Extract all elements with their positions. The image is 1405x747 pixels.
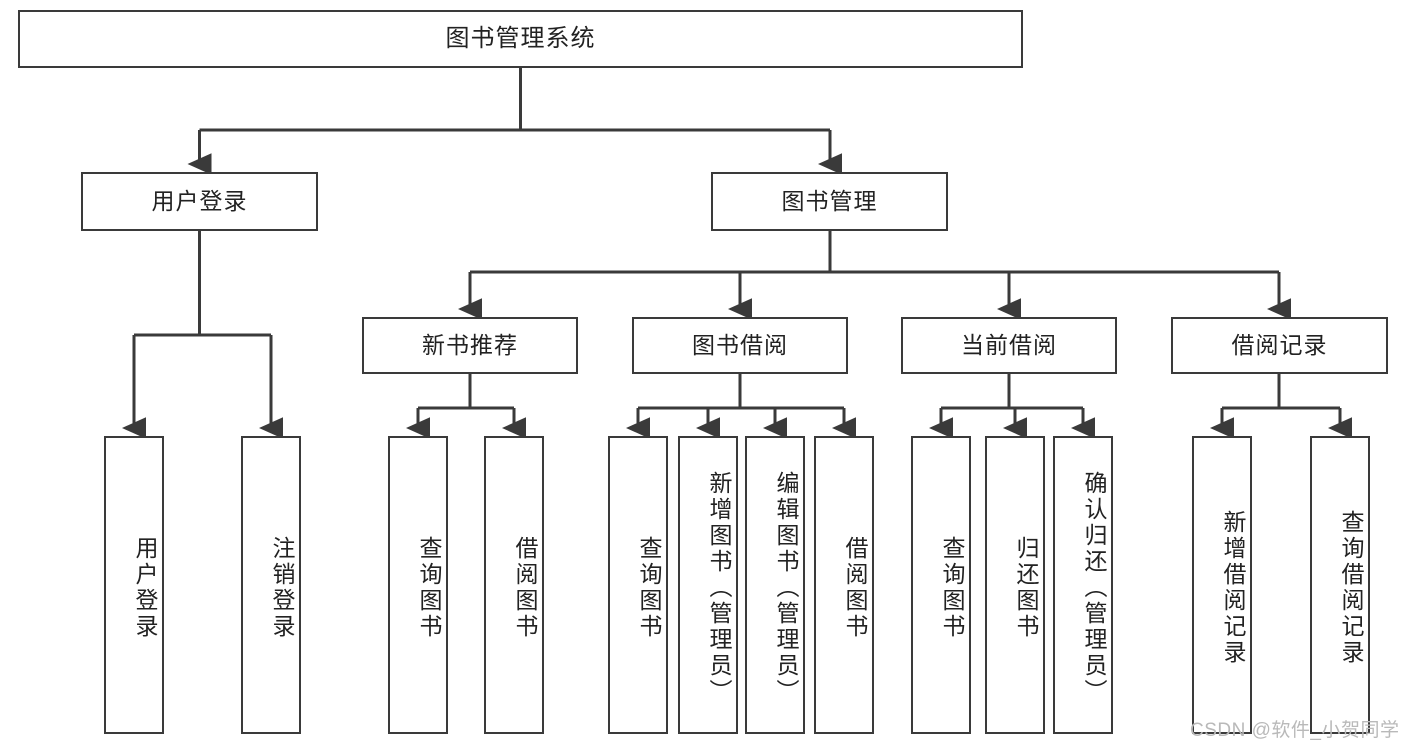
csdn-watermark: CSDN @软件_小贺同学 xyxy=(1190,720,1400,741)
node-current-borrow[interactable]: 当前借阅 xyxy=(901,317,1117,374)
node-leaf-query-book-recommend[interactable]: 查询图书 xyxy=(388,436,448,734)
node-leaf-borrow-book-recommend[interactable]: 借阅图书 xyxy=(484,436,544,734)
node-leaf-logout[interactable]: 注销登录 xyxy=(241,436,301,734)
node-leaf-query-borrow-record[interactable]: 查询借阅记录 xyxy=(1310,436,1370,734)
node-borrow-record[interactable]: 借阅记录 xyxy=(1171,317,1388,374)
node-leaf-query-book-current[interactable]: 查询图书 xyxy=(911,436,971,734)
node-user-login[interactable]: 用户登录 xyxy=(81,172,318,231)
node-book-borrow[interactable]: 图书借阅 xyxy=(632,317,848,374)
node-leaf-add-book-admin[interactable]: 新增图书（管理员） xyxy=(678,436,738,734)
node-root[interactable]: 图书管理系统 xyxy=(18,10,1023,68)
node-leaf-query-book-borrow[interactable]: 查询图书 xyxy=(608,436,668,734)
node-book-manage[interactable]: 图书管理 xyxy=(711,172,948,231)
node-leaf-return-book[interactable]: 归还图书 xyxy=(985,436,1045,734)
node-leaf-borrow-book[interactable]: 借阅图书 xyxy=(814,436,874,734)
node-new-book-recommend[interactable]: 新书推荐 xyxy=(362,317,578,374)
node-leaf-confirm-return-admin[interactable]: 确认归还（管理员） xyxy=(1053,436,1113,734)
node-leaf-user-login[interactable]: 用户登录 xyxy=(104,436,164,734)
node-leaf-add-borrow-record[interactable]: 新增借阅记录 xyxy=(1192,436,1252,734)
node-leaf-edit-book-admin[interactable]: 编辑图书（管理员） xyxy=(745,436,805,734)
